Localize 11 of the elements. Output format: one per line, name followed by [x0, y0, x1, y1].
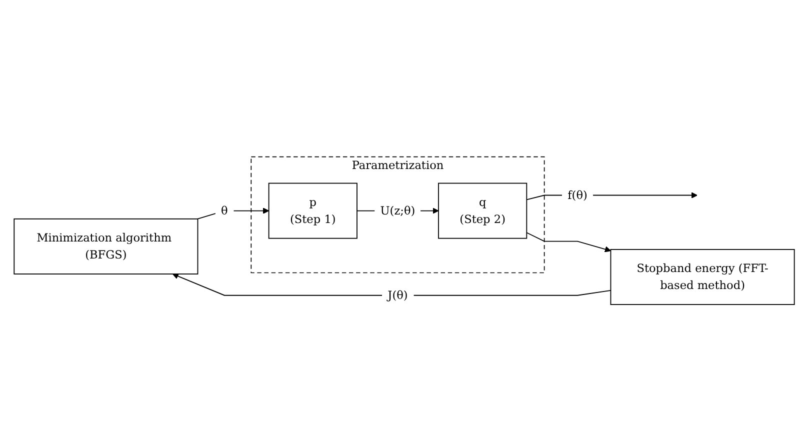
- node-box: p (Step 1): [268, 183, 358, 240]
- node-box: q (Step 2): [438, 183, 528, 240]
- arrow: [197, 208, 270, 220]
- arrow: [172, 274, 612, 296]
- node-box: Stopband energy (FFT-based method): [610, 249, 795, 306]
- node-box: Minimization algorithm (BFGS): [14, 218, 198, 275]
- edge-label: θ: [221, 204, 228, 218]
- edge-label: J(θ): [388, 288, 408, 302]
- arrow: [526, 232, 612, 253]
- edge-label: U(z;θ): [380, 204, 416, 218]
- edge-label: f(θ): [568, 188, 588, 202]
